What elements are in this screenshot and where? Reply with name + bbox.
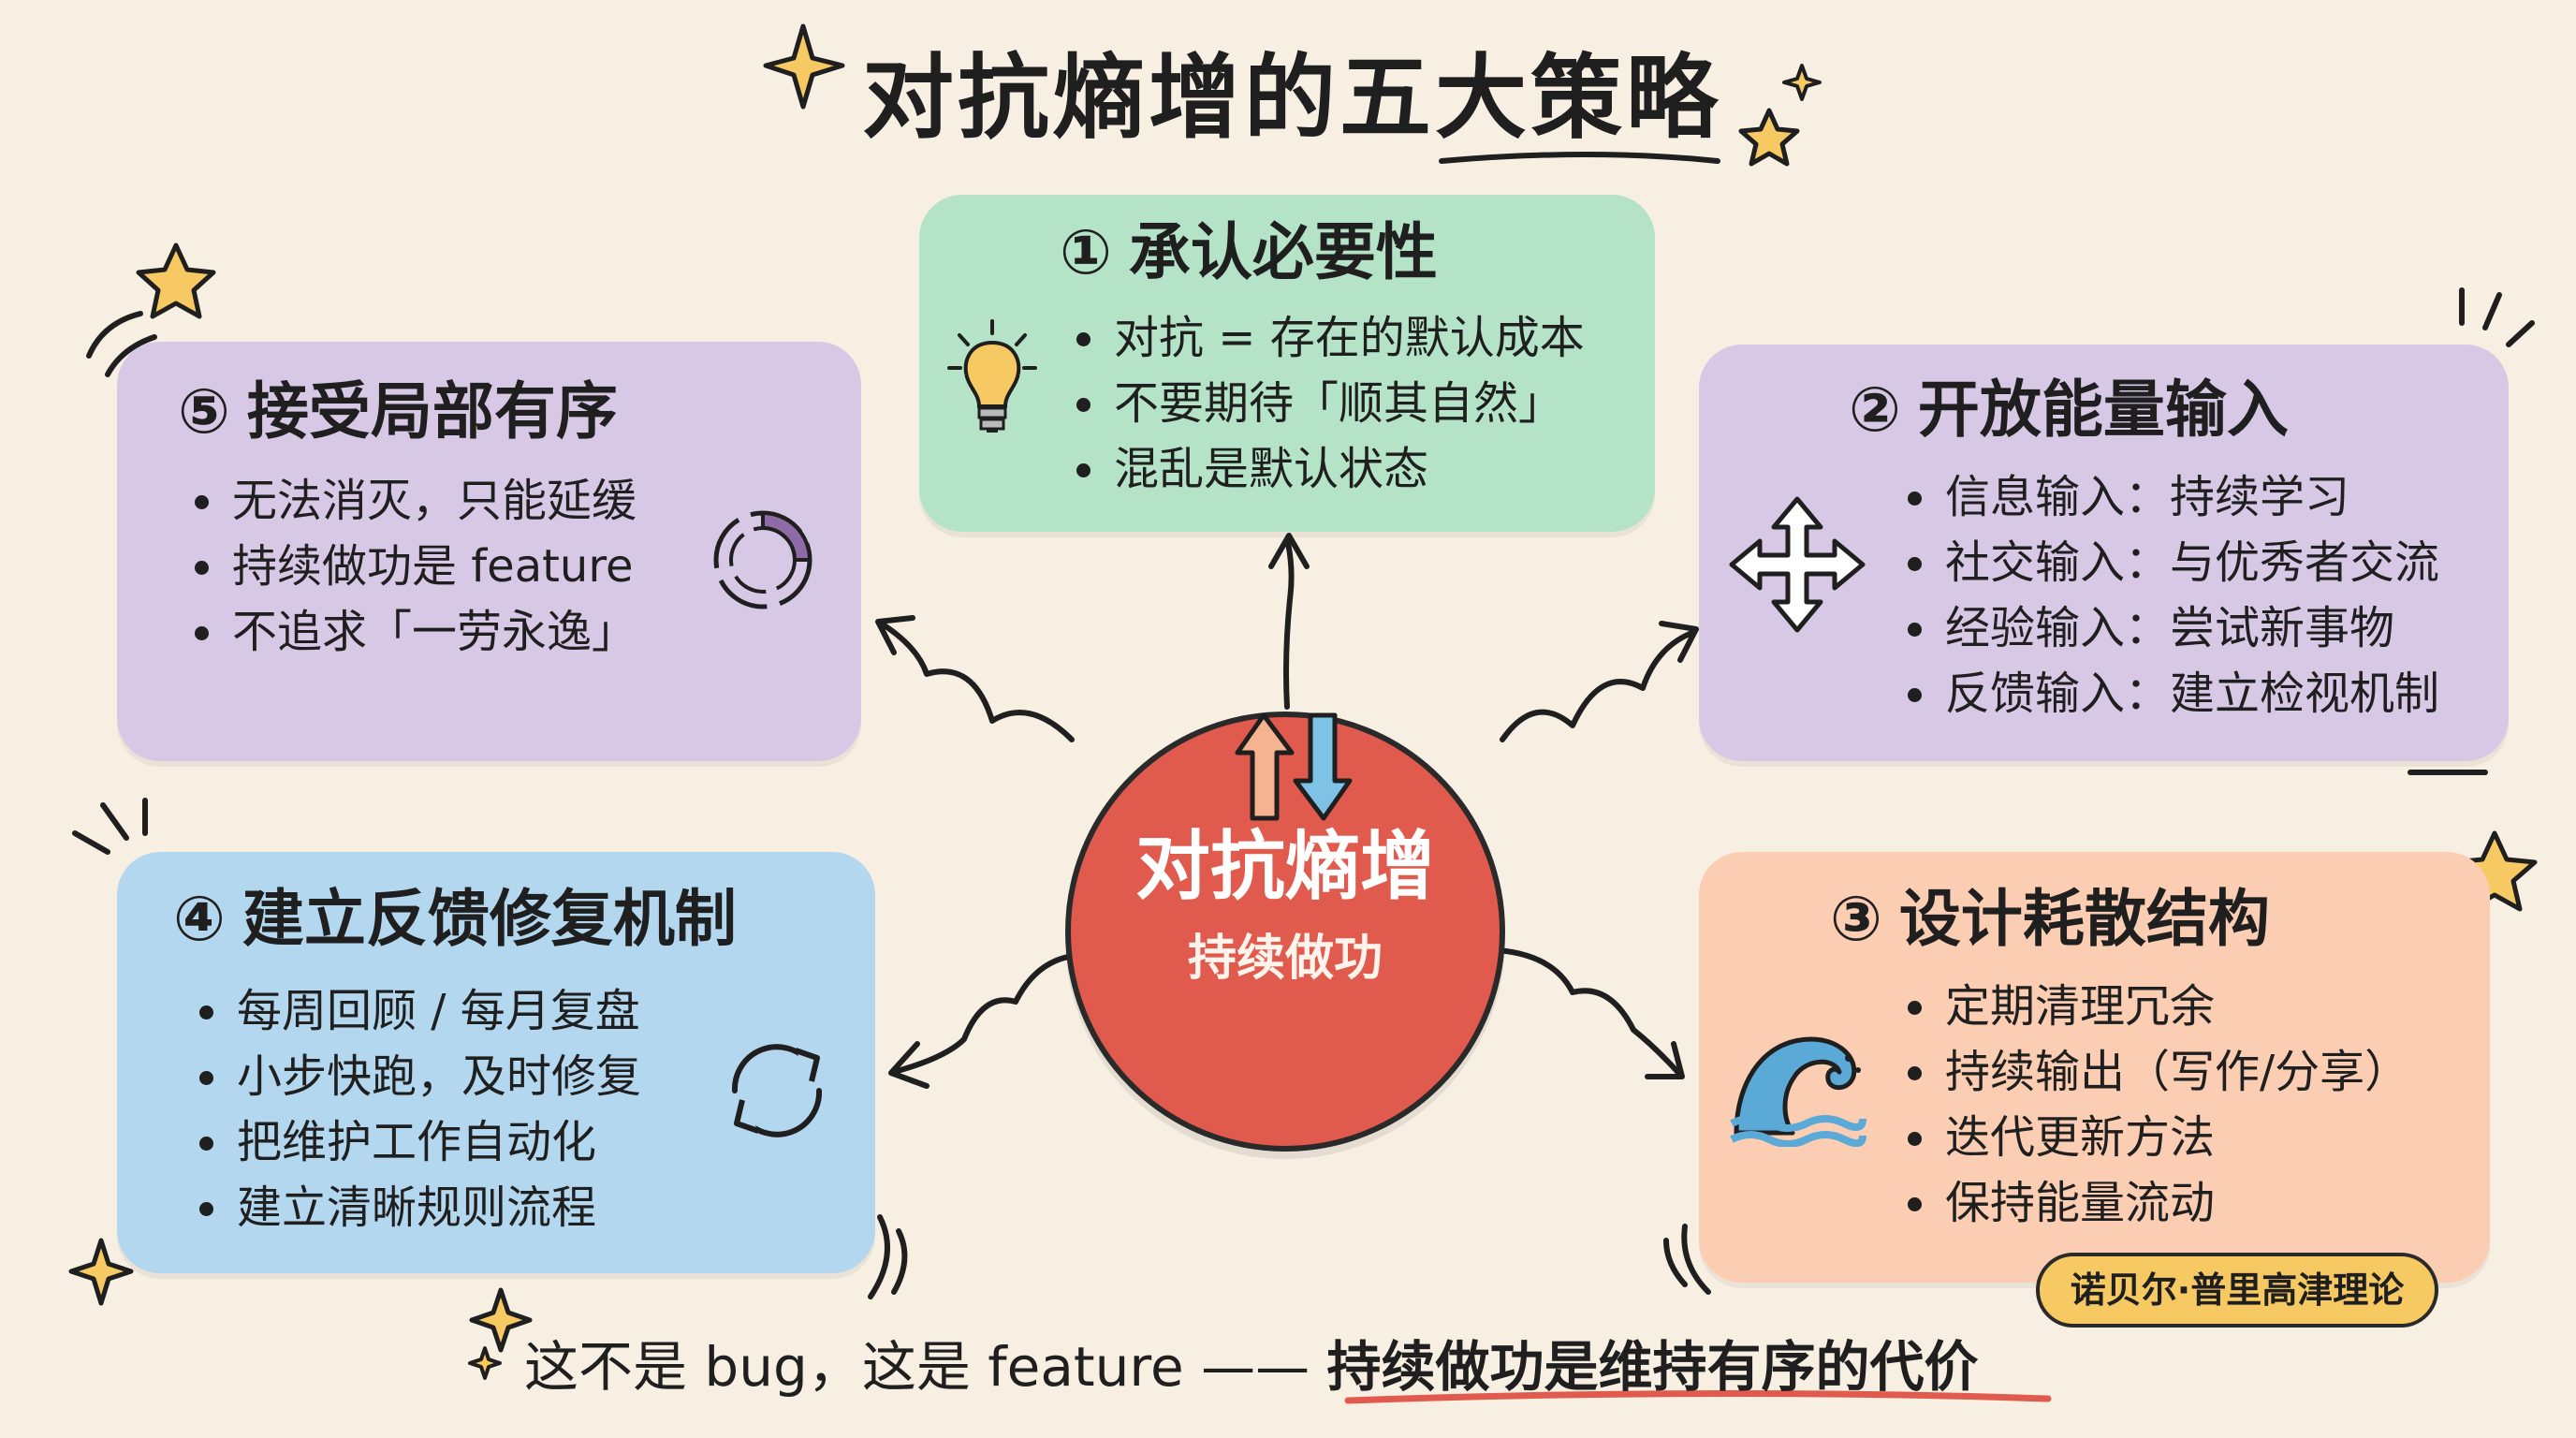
strategy-1-list: 对抗 = 存在的默认成本 不要期待「顺其自然」 混乱是默认状态 xyxy=(1069,305,1585,502)
connector-to-strategy-4 xyxy=(888,952,1089,1089)
list-item: 每周回顾 / 每月复盘 xyxy=(192,978,641,1044)
up-down-arrows-icon xyxy=(1235,712,1353,821)
partial-ring-icon xyxy=(713,510,812,609)
list-item: 定期清理冗余 xyxy=(1900,974,2409,1039)
center-title: 对抗熵增 xyxy=(1135,823,1435,910)
footer-lead: 这不是 bug，这是 feature —— xyxy=(524,1335,1327,1399)
strategy-3-list: 定期清理冗余 持续输出（写作/分享） 迭代更新方法 保持能量流动 xyxy=(1900,974,2409,1236)
list-item: 保持能量流动 xyxy=(1900,1170,2409,1236)
footer-caption: 这不是 bug，这是 feature —— 持续做功是维持有序的代价 xyxy=(524,1320,2115,1414)
list-item: 不要期待「顺其自然」 xyxy=(1069,371,1585,436)
theory-badge: 诺贝尔·普里高津理论 xyxy=(2036,1253,2438,1328)
list-item: 小步快跑，及时修复 xyxy=(192,1044,641,1109)
list-item: 对抗 = 存在的默认成本 xyxy=(1069,305,1585,371)
refresh-cycle-icon xyxy=(731,1044,823,1137)
connector-to-strategy-1 xyxy=(1268,533,1310,710)
star-icon xyxy=(136,242,216,319)
list-item: 不追求「一劳永逸」 xyxy=(187,599,637,665)
center-node: 对抗熵增 持续做功 xyxy=(1065,712,1505,1152)
wave-icon xyxy=(1730,1036,1866,1147)
list-item: 持续输出（写作/分享） xyxy=(1900,1039,2409,1105)
connector-to-strategy-2 xyxy=(1500,621,1699,742)
sparkle-icon xyxy=(468,1346,502,1380)
diagram-title: 对抗熵增的五大策略 xyxy=(861,45,1721,152)
sparkle-icon xyxy=(469,1287,533,1353)
four-way-arrows-icon xyxy=(1729,496,1866,633)
list-item: 建立清晰规则流程 xyxy=(192,1175,641,1240)
center-subtitle: 持续做功 xyxy=(1187,931,1383,987)
list-item: 无法消灭，只能延缓 xyxy=(187,468,637,534)
connector-to-strategy-3 xyxy=(1495,947,1685,1079)
list-item: 信息输入：持续学习 xyxy=(1900,464,2439,530)
list-item: 迭代更新方法 xyxy=(1900,1105,2409,1170)
connector-to-strategy-5 xyxy=(875,615,1075,742)
lightbulb-icon xyxy=(947,319,1037,433)
list-item: 经验输入：尝试新事物 xyxy=(1900,595,2439,661)
list-item: 反馈输入：建立检视机制 xyxy=(1900,661,2439,726)
strategy-4-list: 每周回顾 / 每月复盘 小步快跑，及时修复 把维护工作自动化 建立清晰规则流程 xyxy=(192,978,641,1240)
footer-highlight: 持续做功是维持有序的代价 xyxy=(1326,1335,1979,1399)
strategy-5-list: 无法消灭，只能延缓 持续做功是 feature 不追求「一劳永逸」 xyxy=(187,468,637,665)
sparkle-icon xyxy=(1782,64,1822,101)
list-item: 持续做功是 feature xyxy=(187,534,637,599)
list-item: 把维护工作自动化 xyxy=(192,1109,641,1175)
list-item: 混乱是默认状态 xyxy=(1069,436,1585,502)
strategy-2-list: 信息输入：持续学习 社交输入：与优秀者交流 经验输入：尝试新事物 反馈输入：建立… xyxy=(1900,464,2439,726)
list-item: 社交输入：与优秀者交流 xyxy=(1900,530,2439,595)
